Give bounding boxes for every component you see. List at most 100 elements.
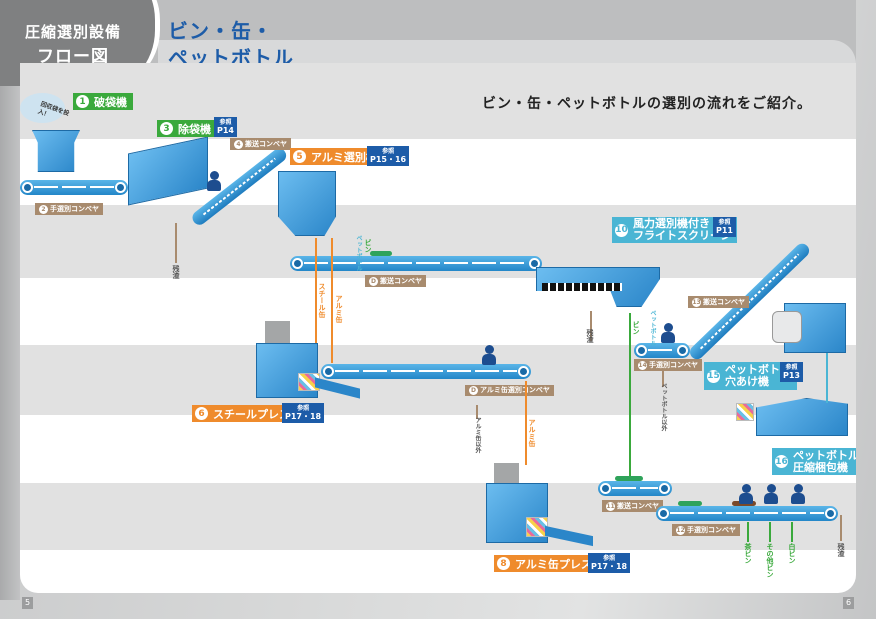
category-heading: 圧縮選別設備 フロー図	[18, 20, 128, 70]
bin-line	[629, 313, 631, 483]
page-number-right: 6	[843, 597, 855, 609]
pet-other-line	[662, 371, 664, 387]
reference-label: 参照	[297, 405, 310, 412]
transport-conveyor-11	[598, 481, 672, 496]
reference-label: 参照	[603, 555, 616, 562]
alumi-can-label: アルミ缶	[335, 295, 343, 323]
machine-name: アルミ缶プレス機	[515, 557, 603, 571]
machine-number: 3	[160, 122, 173, 135]
alumi-can-sort-conveyor	[321, 364, 531, 379]
machine-name-line2: 穴あけ機	[725, 375, 769, 388]
machine-label-15: 15 ペットボトル穴あけ機	[704, 362, 797, 390]
machine-number: 8	[497, 557, 510, 570]
conveyor-wheel	[22, 182, 33, 193]
machine-name: 除袋機	[178, 122, 211, 136]
tag-label: 搬送コンベヤ	[617, 502, 659, 510]
conveyor-wheel	[529, 258, 540, 269]
white-bin-label: 白ビン	[788, 543, 796, 564]
tag-label: 手選別コンベヤ	[649, 361, 698, 369]
screen-mesh	[542, 283, 622, 291]
pet-other-label: ペットボトル以外	[660, 383, 667, 431]
tag-label: 搬送コンベヤ	[245, 140, 287, 148]
green-bottle	[370, 251, 392, 256]
machine-name-line2: フライトスクリーン	[633, 229, 732, 242]
machine-name: 破袋機	[94, 95, 127, 109]
page-title-line1: ビン・缶・	[168, 19, 273, 43]
input-bags-cloud	[20, 93, 65, 123]
residue-label-1: 残渣	[172, 265, 180, 279]
other-bin-label: その他ビン	[766, 543, 774, 578]
reference-badge-10: 参照 P11	[713, 217, 736, 237]
worker-figure	[207, 171, 221, 191]
machine-number: 5	[293, 150, 306, 163]
alumi-other-label: アルミ缶以外	[474, 417, 481, 453]
reference-page: P11	[716, 226, 733, 235]
conveyor-wheel	[659, 483, 670, 494]
tag-number: D	[469, 386, 478, 395]
brown-bin-line	[747, 522, 749, 542]
pet-bottle-label: ペットボトル	[649, 310, 656, 346]
reference-badge-15: 参照 P13	[780, 362, 803, 382]
machine-label-16: 16 ペットボトル圧縮梱包機	[772, 448, 856, 475]
brown-bin-label: 茶ビン	[744, 543, 752, 564]
conveyor-wheel	[636, 345, 647, 356]
reference-badge-6: 参照 P17・18	[282, 403, 325, 423]
residue-label-3: 残渣	[837, 543, 845, 557]
worker-figure	[661, 323, 675, 343]
machine-name-line1: ペットボトル	[725, 363, 791, 376]
conveyor-wheel	[677, 345, 688, 356]
machine-label-6: 6 スチールプレス機	[192, 405, 307, 422]
intro-text: ビン・缶・ペットボトルの選別の流れをご紹介。	[482, 96, 812, 112]
reference-badge-3: 参照 P14	[214, 117, 237, 137]
machine-number: 15	[707, 369, 720, 383]
steel-can-line	[315, 238, 317, 353]
residue-line-1	[175, 223, 177, 263]
residue-line-3	[840, 515, 842, 541]
machine-number: 10	[615, 223, 628, 237]
conveyor-wheel	[600, 483, 611, 494]
white-bin-line	[791, 522, 793, 542]
machine-label-3: 3 除袋機	[157, 120, 217, 137]
reference-label: 参照	[219, 119, 232, 126]
residue-label-2: 残渣	[586, 329, 594, 343]
alumi-can-label-2: アルミ缶	[528, 419, 536, 447]
tag-label: アルミ缶選別コンベヤ	[480, 386, 550, 394]
category-line1: 圧縮選別設備	[24, 23, 121, 41]
reference-badge-8: 参照 P17・18	[588, 553, 631, 573]
machine-label-5: 5 アルミ選別機	[290, 148, 383, 165]
conveyor-wheel	[115, 182, 126, 193]
tag-number: D	[369, 277, 378, 286]
steel-can-label: スチール缶	[318, 283, 326, 318]
tag-number: 14	[638, 361, 647, 370]
bag-breaker-machine	[32, 130, 80, 172]
bin-line-label: ビン	[632, 321, 640, 335]
hand-sort-conveyor-14	[634, 343, 690, 358]
hand-sort-conveyor-2	[20, 180, 128, 195]
machine-name: アルミ選別機	[311, 150, 377, 164]
pet-label: ペットボトル	[355, 235, 362, 271]
machine-label-1: 1 破袋機	[73, 93, 133, 110]
tag-number: 11	[606, 502, 615, 511]
worker-figure	[764, 484, 778, 504]
reference-page: P17・18	[591, 562, 628, 571]
reference-page: P13	[783, 371, 800, 380]
bag-remover-machine	[128, 136, 208, 206]
machine-name-line1: 風力選別機付き	[633, 217, 710, 230]
alumi-can-line	[331, 238, 333, 363]
reference-label: 参照	[718, 219, 731, 226]
perforator-rollers	[772, 311, 802, 343]
steel-bale-block	[265, 321, 290, 346]
conveyor-wheel	[323, 366, 334, 377]
tag-label: 手選別コンベヤ	[687, 526, 736, 534]
machine-number: 6	[195, 407, 208, 420]
reference-label: 参照	[785, 364, 798, 371]
reference-page: P15・16	[370, 155, 407, 164]
machine-label-8: 8 アルミ缶プレス機	[494, 555, 609, 572]
hand-sort-conveyor-12	[656, 506, 838, 521]
tag-number: 13	[692, 298, 701, 307]
alumi-can-line-2	[525, 381, 527, 465]
